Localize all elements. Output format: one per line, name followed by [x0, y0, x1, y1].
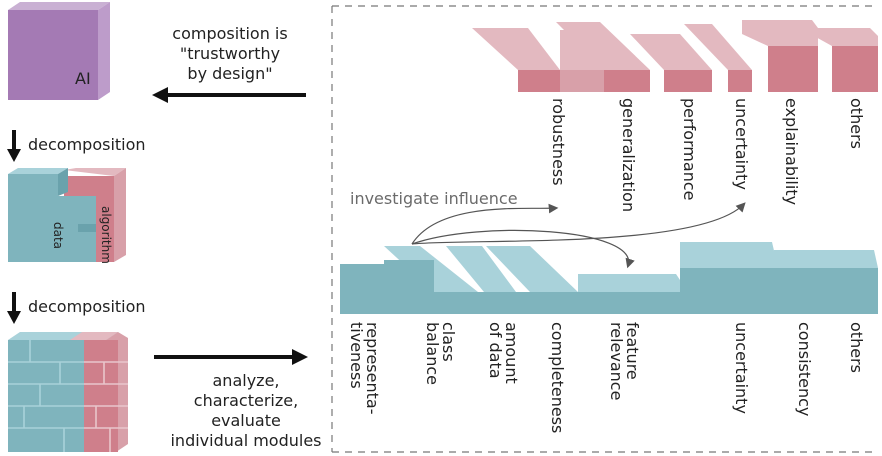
influence-label: investigate influence: [350, 189, 518, 208]
arrow-left-icon: [152, 87, 306, 103]
trust-label-robustness: robustness: [549, 98, 568, 186]
data-label-consistency: consistency: [795, 322, 814, 417]
data-label-others: others: [847, 322, 866, 373]
trust-block-uncertainty: [684, 24, 752, 70]
data-label: data: [51, 222, 65, 250]
decomposition-label: decomposition: [28, 135, 146, 154]
dashed-frame: [331, 5, 876, 453]
data-algorithm-blocks-icon: [8, 168, 126, 262]
ai-label: AI: [75, 69, 91, 88]
arrow-down-icon: [7, 130, 21, 162]
curved-arrows-icon: [411, 202, 746, 269]
data-property-blocks: [340, 242, 878, 314]
data-label-representativeness: representa-tiveness: [347, 322, 382, 415]
data-label-uncertainty: uncertainty: [732, 322, 751, 414]
trust-label-explainability: explainability: [782, 98, 801, 206]
composition-text: composition is "trustworthy by design": [172, 24, 288, 83]
brick-wall-icon: [8, 332, 128, 452]
arrow-down-icon: [7, 292, 21, 324]
trust-label-generalization: generalization: [619, 98, 638, 213]
arrow-right-icon: [154, 349, 308, 365]
trust-block-robustness: [472, 28, 560, 70]
trust-block-explainability: [742, 20, 818, 46]
trust-block-others: [814, 28, 878, 46]
trust-property-blocks: [472, 20, 878, 92]
analyze-text: analyze, characterize, evaluate individu…: [170, 371, 322, 450]
trust-block-performance: [630, 34, 712, 70]
trust-label-uncertainty: uncertainty: [732, 98, 751, 190]
trust-label-others: others: [847, 98, 866, 149]
ai-cube-icon: [8, 2, 110, 100]
decomposition-label: decomposition: [28, 297, 146, 316]
trust-label-performance: performance: [680, 98, 699, 201]
data-label-completeness: completeness: [548, 322, 567, 434]
algorithm-label: algorithm: [99, 206, 113, 264]
